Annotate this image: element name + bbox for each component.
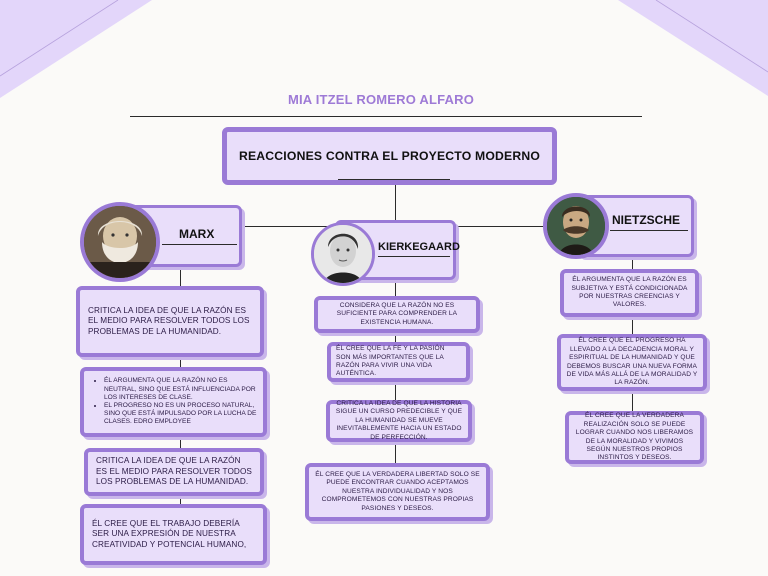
marx-portrait (80, 202, 160, 282)
kierkegaard-card-3-text: CRITICA LA IDEA DE QUE LA HISTORIA SIGUE… (335, 399, 463, 441)
main-title-card: REACCIONES CONTRA EL PROYECTO MODERNO (222, 127, 557, 185)
kierkegaard-portrait (311, 222, 375, 286)
header-rule (130, 116, 642, 117)
nietzsche-name: NIETZSCHE (612, 213, 681, 227)
nietzsche-card-2: ÉL CREE QUE EL PROGRESO HA LLEVADO A LA … (557, 334, 707, 391)
marx-card-2-list: ÉL ARGUMENTA QUE LA RAZÓN NO ES NEUTRAL,… (84, 377, 263, 426)
main-title: REACCIONES CONTRA EL PROYECTO MODERNO (238, 149, 541, 163)
marx-name-underline (162, 244, 237, 245)
title-underline (338, 179, 450, 180)
connector-title-down (395, 185, 396, 226)
corner-decoration-left (0, 0, 152, 98)
author-name: MIA ITZEL ROMERO ALFARO (287, 92, 475, 107)
kierkegaard-card-2-text: ÉL CREE QUE LA FE Y LA PASIÓN SON MÁS IM… (336, 345, 445, 378)
kierkegaard-card-1-text: CONSIDERA QUE LA RAZÓN NO ES SUFICIENTE … (336, 301, 458, 326)
kierkegaard-name: KIERKEGAARD (378, 241, 460, 253)
kierkegaard-card-4: ÉL CREE QUE LA VERDADERA LIBERTAD SOLO S… (305, 463, 490, 521)
marx-card-1: CRITICA LA IDEA DE QUE LA RAZÓN ES EL ME… (76, 286, 264, 357)
nietzsche-card-3-text: ÉL CREE QUE LA VERDADERA REALIZACIÓN SOL… (575, 412, 694, 462)
marx-card-2: ÉL ARGUMENTA QUE LA RAZÓN NO ES NEUTRAL,… (80, 367, 267, 437)
kierkegaard-card-3: CRITICA LA IDEA DE QUE LA HISTORIA SIGUE… (326, 400, 472, 442)
nietzsche-card-1-text: ÉL ARGUMENTA QUE LA RAZÓN ES SUBJETIVA Y… (571, 276, 688, 309)
corner-decoration-right (618, 0, 768, 96)
kierkegaard-card-2: ÉL CREE QUE LA FE Y LA PASIÓN SON MÁS IM… (327, 342, 470, 382)
marx-card-3: CRITICA LA IDEA DE QUE LA RAZÓN ES EL ME… (84, 448, 264, 496)
nietzsche-card-3: ÉL CREE QUE LA VERDADERA REALIZACIÓN SOL… (565, 411, 704, 464)
nietzsche-card-1: ÉL ARGUMENTA QUE LA RAZÓN ES SUBJETIVA Y… (560, 269, 699, 317)
marx-name: MARX (179, 227, 215, 241)
marx-card-3-text: CRITICA LA IDEA DE QUE LA RAZÓN ES EL ME… (96, 456, 252, 487)
kierkegaard-card-1: CONSIDERA QUE LA RAZÓN NO ES SUFICIENTE … (314, 296, 480, 333)
nietzsche-portrait (543, 193, 609, 259)
marx-card-1-text: CRITICA LA IDEA DE QUE LA RAZÓN ES EL ME… (88, 305, 250, 336)
kierkegaard-card-4-text: ÉL CREE QUE LA VERDADERA LIBERTAD SOLO S… (315, 470, 480, 512)
marx-card-2-item-1: ÉL ARGUMENTA QUE LA RAZÓN NO ES NEUTRAL,… (104, 377, 257, 402)
marx-card-2-item-2: EL PROGRESO NO ES UN PROCESO NATURAL, SI… (104, 402, 257, 427)
kierkegaard-name-underline (378, 256, 450, 257)
nietzsche-name-underline (610, 230, 688, 231)
marx-card-4-text: ÉL CREE QUE EL TRABAJO DEBERÍA SER UNA E… (92, 518, 247, 549)
nietzsche-card-2-text: ÉL CREE QUE EL PROGRESO HA LLEVADO A LA … (566, 337, 698, 387)
marx-card-4: ÉL CREE QUE EL TRABAJO DEBERÍA SER UNA E… (80, 504, 267, 565)
